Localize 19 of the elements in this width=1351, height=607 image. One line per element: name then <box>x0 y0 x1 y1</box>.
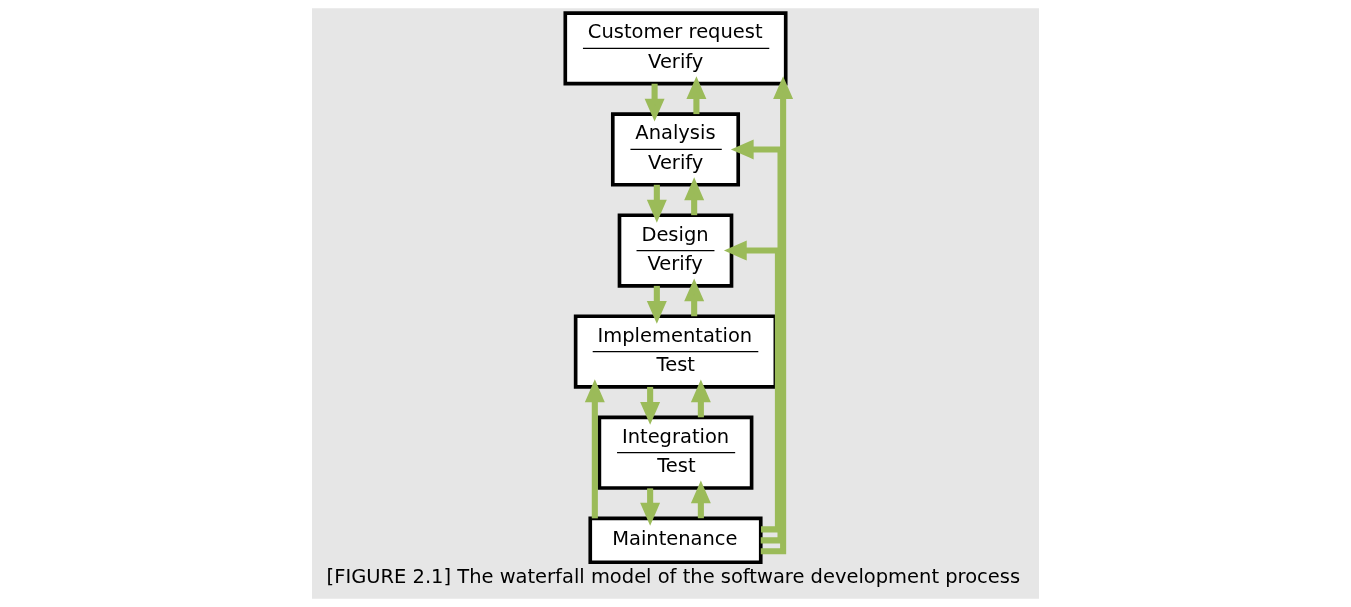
arrow <box>640 386 661 425</box>
node-box: Maintenance <box>588 516 763 565</box>
arrow <box>686 76 707 115</box>
arrow <box>760 76 794 555</box>
node-box: Design Verify <box>617 213 734 288</box>
caption: [FIGURE 2.1] The waterfall model of the software development process <box>326 564 1021 588</box>
arrow <box>723 240 781 533</box>
node-box: Implementation Test <box>573 314 778 389</box>
arrow <box>730 139 784 544</box>
arrow <box>684 177 705 216</box>
node-box: Integration Test <box>597 415 754 490</box>
arrow <box>646 184 667 223</box>
arrow <box>684 278 705 317</box>
arrow <box>644 83 665 122</box>
arrow <box>646 285 667 324</box>
node-box: Analysis Verify <box>610 112 741 187</box>
node-box: Customer request Verify <box>563 11 788 86</box>
arrow <box>584 379 605 519</box>
arrow <box>690 379 711 418</box>
